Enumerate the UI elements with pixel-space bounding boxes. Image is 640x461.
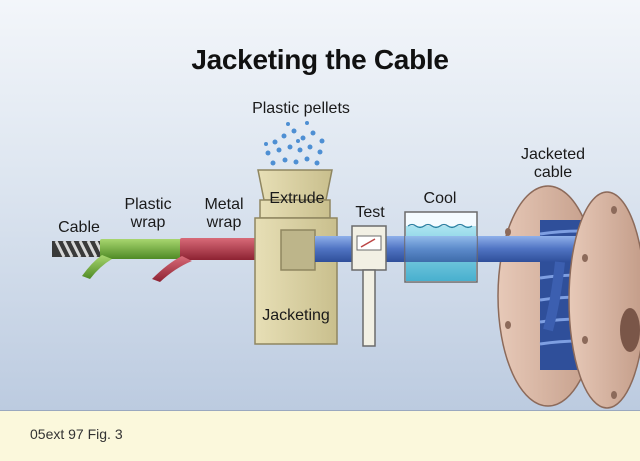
reel-front-flange [505,191,640,409]
figure-caption: 05ext 97 Fig. 3 [30,426,123,442]
label-plastic-pellets: Plastic pellets [252,100,350,117]
plastic-pellets [264,121,325,166]
process-illustration [52,121,640,409]
cooling-tank [404,211,478,283]
plastic-wrap-layer [82,239,195,279]
label-cable: Cable [58,219,100,236]
diagram-title: Jacketing the Cable [191,44,449,75]
footer-bar: 05ext 97 Fig. 3 [0,411,640,461]
bare-cable [52,240,114,258]
label-cool: Cool [423,190,457,207]
jacketing-machine [254,169,338,345]
label-extrude: Extrude [269,190,325,207]
label-jacketing: Jacketing [262,307,330,324]
test-device [351,225,387,347]
label-test: Test [355,204,385,221]
